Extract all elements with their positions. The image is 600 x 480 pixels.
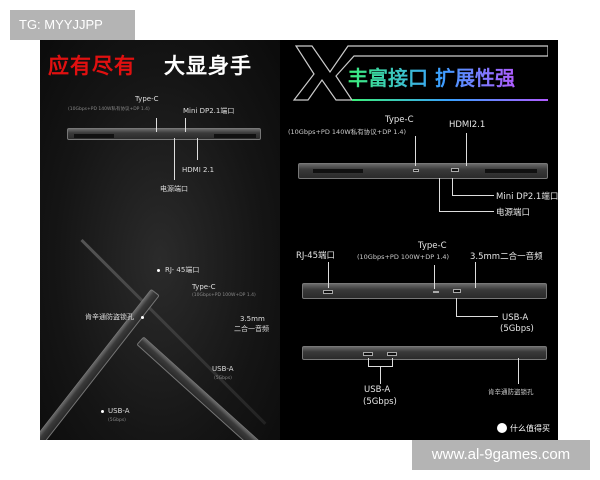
label-r2-lock: 肯辛通防盗锁孔 (488, 388, 534, 396)
laptop-side-view-1 (302, 283, 547, 299)
label-r-power: 电源端口 (496, 208, 531, 218)
label-typec: Type-C (135, 95, 159, 103)
label-lock: 肯辛通防盗锁孔 (85, 313, 134, 321)
label-r-typec-spec: (10Gbps+PD 140W私有协议+DP 1.4) (288, 128, 407, 136)
label-typec-spec: (10Gbps+PD 140W私有协议+DP 1.4) (68, 107, 150, 112)
product-image: 应有尽有 大显身手 Type-C (10Gbps+PD 140W私有协议+DP … (40, 40, 558, 440)
label-r2-usba-spec: (5Gbps) (363, 397, 397, 407)
label-r-hdmi: HDMI2.1 (449, 120, 486, 130)
label-r-usba-spec: (5Gbps) (500, 324, 534, 334)
left-panel: 应有尽有 大显身手 Type-C (10Gbps+PD 140W私有协议+DP … (40, 40, 280, 440)
label-power: 电源端口 (160, 185, 188, 193)
label-minidp: Mini DP2.1端口 (183, 107, 235, 115)
label-r-side-typec-spec: (10Gbps+PD 100W+DP 1.4) (357, 253, 450, 261)
label-usba-right: USB-A (212, 365, 234, 373)
right-panel: 丰富接口 扩展性强 Type-C (10Gbps+PD 140W私有协议+DP … (280, 40, 558, 440)
title-red: 应有尽有 (48, 54, 136, 78)
site-watermark-label: www.al-9games.com (412, 440, 590, 470)
smzdm-logo-text: 什么值得买 (510, 424, 550, 433)
label-side-typec: Type-C (192, 283, 216, 291)
label-audio-2: 二合一音频 (234, 325, 269, 333)
laptop-back-view (67, 128, 261, 140)
label-usba-right-spec: (5Gbps) (214, 376, 232, 381)
laptop-back-view-right (298, 163, 548, 179)
label-usba-left: USB-A (108, 407, 130, 415)
smzdm-logo-icon (497, 423, 507, 433)
x-logo-icon (292, 45, 548, 101)
label-audio: 3.5mm (240, 315, 265, 323)
label-r2-usba: USB-A (364, 385, 391, 395)
label-hdmi: HDMI 2.1 (182, 166, 215, 174)
title-white: 大显身手 (164, 54, 252, 78)
label-r-rj45: RJ-45端口 (296, 251, 335, 261)
label-r-usba: USB-A (502, 313, 529, 323)
laptop-side-view-2 (302, 346, 547, 360)
tg-watermark-label: TG: MYYJJPP (10, 10, 135, 40)
right-title: 丰富接口 扩展性强 (348, 62, 515, 91)
label-rj45: RJ- 45端口 (165, 266, 200, 274)
label-r-audio: 3.5mm二合一音频 (470, 252, 543, 262)
laptop-side-view-right (136, 336, 280, 440)
label-r-minidp: Mini DP2.1端口 (496, 192, 558, 202)
label-usba-left-spec: (5Gbps) (108, 418, 126, 423)
label-r-side-typec: Type-C (418, 241, 447, 251)
label-side-typec-spec: (10Gbps+PD 100W+DP 1.4) (192, 293, 256, 298)
label-r-typec: Type-C (385, 115, 414, 125)
